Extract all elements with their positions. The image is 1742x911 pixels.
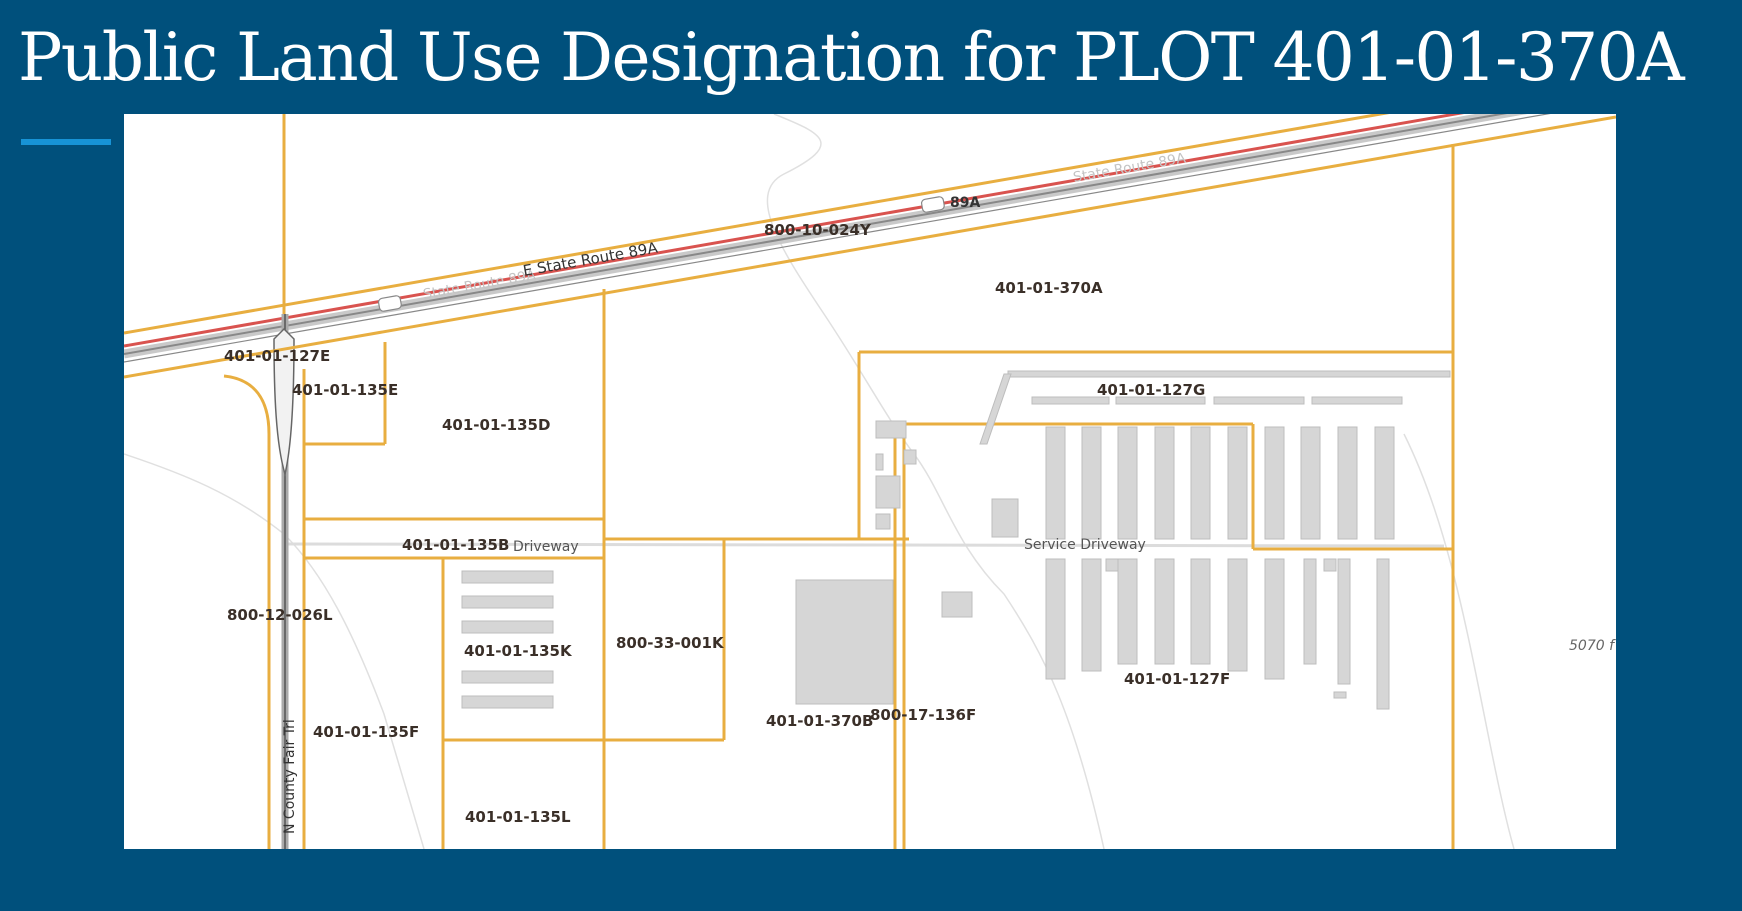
parcel-label-401-01-135F[interactable]: 401-01-135F: [313, 723, 419, 741]
parcel-label-401-01-135L[interactable]: 401-01-135L: [465, 808, 571, 826]
elevation-label: 5070 f: [1569, 638, 1616, 654]
service-driveway-road: [283, 542, 1445, 548]
parcel-label-800-17-136F[interactable]: 800-17-136F: [870, 706, 976, 724]
parcel-label-401-01-135K[interactable]: 401-01-135K: [464, 642, 573, 660]
page-title: Public Land Use Designation for PLOT 401…: [18, 19, 1685, 96]
parcel-label-800-10-024Y[interactable]: 800-10-024Y: [764, 221, 872, 239]
title-accent-bar: [21, 139, 111, 145]
parcel-label-401-01-370B[interactable]: 401-01-370B: [766, 712, 873, 730]
service-driveway-label: Service Driveway: [1024, 537, 1146, 553]
county-road-label: N County Fair Trl: [282, 719, 298, 834]
county-road: [273, 314, 295, 849]
parcel-label-401-01-135E[interactable]: 401-01-135E: [292, 381, 398, 399]
parcel-label-800-33-001K[interactable]: 800-33-001K: [616, 634, 725, 652]
state-route-faded-label: State Route 89A: [422, 267, 537, 303]
parcel-boundaries: [124, 114, 1616, 849]
parcel-label-401-01-127F[interactable]: 401-01-127F: [1124, 670, 1230, 688]
parcel-label-401-01-135D[interactable]: 401-01-135D: [442, 416, 550, 434]
parcel-label-800-12-026L[interactable]: 800-12-026L: [227, 606, 333, 624]
route-shield-icon: [377, 196, 945, 312]
route-shield-label: 89A: [950, 195, 980, 211]
parcel-label-401-01-127G[interactable]: 401-01-127G: [1097, 381, 1205, 399]
parcel-map[interactable]: State Route 89A E State Route 89A State …: [124, 114, 1616, 849]
buildings: [461, 370, 1451, 710]
parcel-label-401-01-127E[interactable]: 401-01-127E: [224, 347, 330, 365]
parcel-label-401-01-370A[interactable]: 401-01-370A: [995, 279, 1103, 297]
parcel-map-canvas: State Route 89A E State Route 89A State …: [124, 114, 1616, 849]
driveway-label: Driveway: [513, 539, 579, 555]
parcel-label-401-01-135B[interactable]: 401-01-135B: [402, 536, 509, 554]
terrain-contours: [124, 114, 1515, 849]
state-route-highway: [124, 114, 1551, 363]
